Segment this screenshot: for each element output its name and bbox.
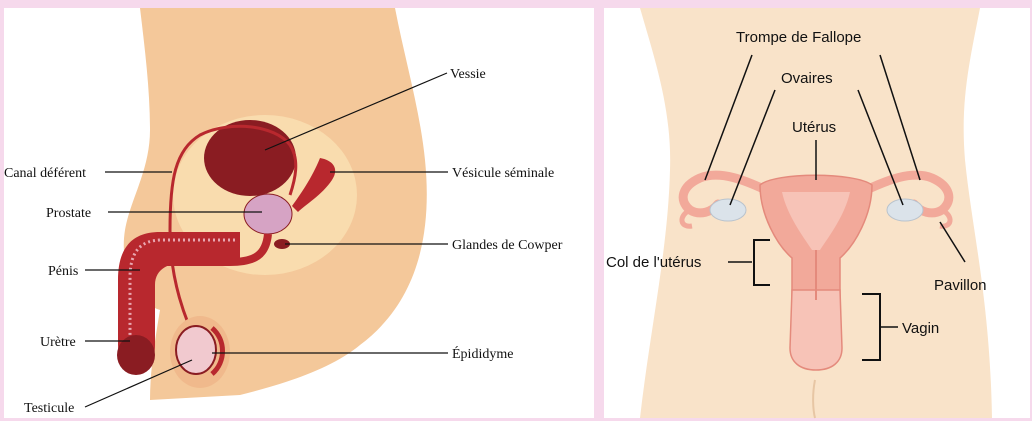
label-epididyme: Épididyme (452, 345, 513, 362)
bladder (204, 120, 296, 196)
vagina (790, 290, 842, 370)
label-canal-deferent: Canal déférent (4, 166, 86, 181)
label-penis: Pénis (48, 264, 78, 279)
prostate (244, 194, 292, 234)
label-uterus: Utérus (792, 119, 836, 136)
ovary-right (887, 199, 923, 221)
label-col-uterus: Col de l'utérus (606, 254, 701, 271)
label-pavillon: Pavillon (934, 277, 987, 294)
label-prostate: Prostate (46, 206, 91, 221)
label-testicule: Testicule (24, 401, 74, 416)
label-ovaires: Ovaires (781, 70, 833, 87)
label-vessie: Vessie (450, 67, 486, 82)
male-anatomy: Vessie Canal déférent Vésicule séminale … (4, 8, 563, 416)
label-vagin: Vagin (902, 320, 939, 337)
label-vesicule-seminale: Vésicule séminale (452, 166, 554, 181)
label-uretre: Urètre (40, 335, 76, 350)
female-anatomy: Trompe de Fallope Ovaires Utérus Col de … (606, 8, 992, 418)
label-glandes-cowper: Glandes de Cowper (452, 238, 563, 253)
testicle (176, 326, 216, 374)
label-trompe-fallope: Trompe de Fallope (736, 29, 861, 46)
ovary-left (710, 199, 746, 221)
